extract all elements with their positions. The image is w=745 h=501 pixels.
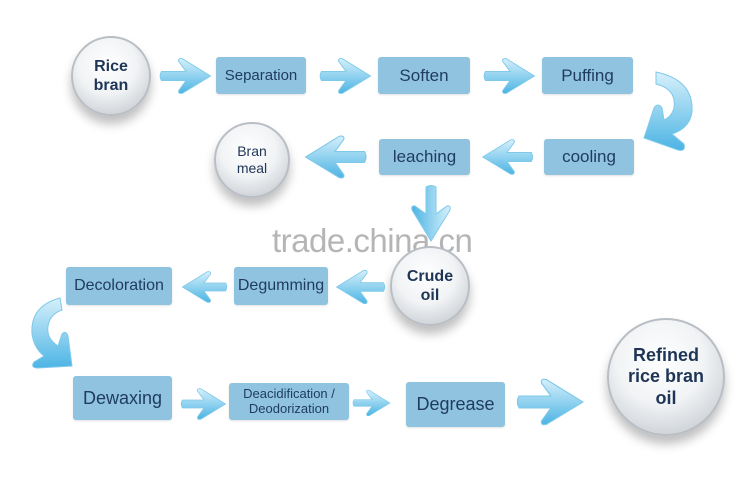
node-leaching: leaching bbox=[379, 139, 470, 175]
arrow-left-icon bbox=[180, 268, 228, 306]
node-degrease: Degrease bbox=[406, 382, 505, 427]
curved-arrow-down-icon bbox=[31, 297, 73, 369]
label-deodorization: Deodorization bbox=[248, 400, 330, 416]
arrow-right-icon bbox=[482, 56, 538, 96]
node-deacidification-deodorization: Deacidification / Deodorization bbox=[229, 383, 349, 420]
node-degumming: Degumming bbox=[234, 267, 328, 305]
arrow-right-icon bbox=[180, 384, 228, 424]
arrow-right-icon bbox=[352, 386, 392, 420]
node-separation: Separation bbox=[216, 57, 306, 94]
node-refined-rice-bran-oil: Refined rice bran oil bbox=[607, 318, 725, 436]
node-puffing: Puffing bbox=[542, 57, 633, 94]
label-deacidification: Deacidification / bbox=[243, 385, 335, 401]
node-crude-oil: Crude oil bbox=[390, 246, 470, 326]
node-bran-meal: Bran meal bbox=[214, 122, 290, 198]
arrow-down-icon bbox=[409, 183, 453, 245]
arrow-left-icon bbox=[300, 133, 370, 181]
arrow-right-icon bbox=[318, 56, 374, 96]
node-decoloration: Decoloration bbox=[66, 267, 172, 305]
arrow-left-icon bbox=[480, 137, 534, 177]
node-dewaxing: Dewaxing bbox=[73, 376, 172, 420]
arrow-right-icon bbox=[158, 56, 214, 96]
arrow-right-icon bbox=[515, 376, 587, 428]
node-rice-bran: Rice bran bbox=[71, 36, 151, 116]
node-soften: Soften bbox=[378, 57, 470, 94]
arrow-left-icon bbox=[334, 266, 386, 308]
curved-arrow-down-icon bbox=[643, 71, 693, 151]
node-cooling: cooling bbox=[544, 139, 634, 175]
